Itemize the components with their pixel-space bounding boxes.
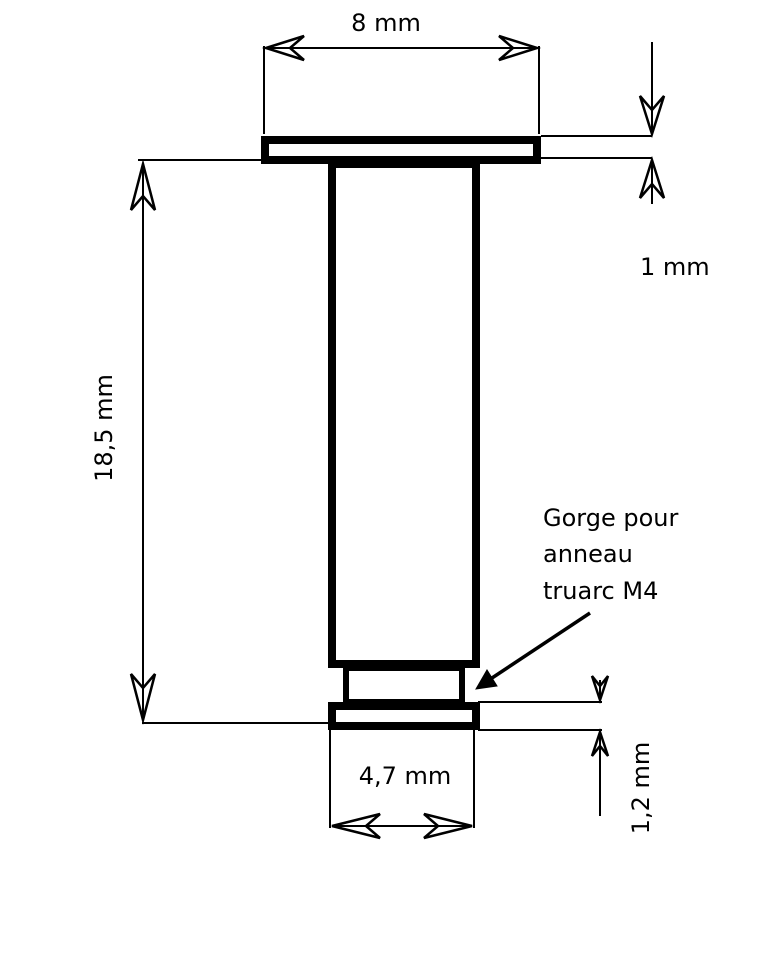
- arrowhead-down: [638, 95, 666, 139]
- end-thickness-label: 1,2 mm: [627, 742, 655, 835]
- dimension-end-thickness: 1,2 mm: [478, 675, 655, 835]
- pin-head: [261, 136, 541, 164]
- arrowhead-up: [590, 728, 610, 757]
- arrowhead-right: [498, 34, 542, 62]
- arrowhead-left: [261, 34, 305, 62]
- dimension-head-thickness: 1 mm: [541, 42, 710, 281]
- arrowhead-left: [331, 812, 381, 840]
- leader-arrowhead: [475, 669, 498, 690]
- pin-shank: [328, 160, 480, 668]
- annotation-line-3: truarc M4: [543, 577, 658, 605]
- arrowhead-down: [129, 673, 157, 725]
- dimension-end-width: 4,7 mm: [329, 730, 475, 840]
- arrowhead-up: [638, 155, 666, 199]
- annotation-line-2: anneau: [543, 540, 633, 568]
- arrowhead-down: [590, 675, 610, 704]
- annotation-line-1: Gorge pour: [543, 504, 678, 532]
- arrowhead-right: [423, 812, 473, 840]
- end-width-label: 4,7 mm: [359, 762, 452, 790]
- arrowhead-up: [129, 159, 157, 211]
- shank-length-label: 18,5 mm: [90, 374, 118, 482]
- dimension-shank-length: 18,5 mm: [90, 159, 328, 725]
- dimension-head-width: 8 mm: [261, 9, 542, 134]
- ring-groove: [343, 665, 465, 705]
- groove-annotation: Gorge pour anneau truarc M4: [475, 504, 678, 690]
- leader-line: [491, 611, 591, 680]
- head-width-label: 8 mm: [351, 9, 421, 37]
- head-thickness-label: 1 mm: [640, 253, 710, 281]
- pin-end-collar: [328, 702, 480, 730]
